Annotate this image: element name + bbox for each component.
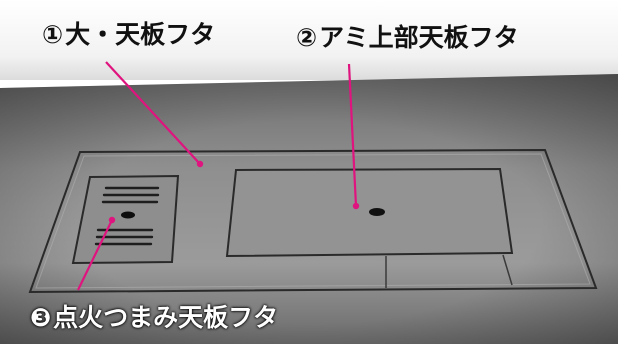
- lid3-number: ❸: [30, 303, 52, 332]
- callout-lines: [77, 61, 358, 291]
- lid1-label: ①大・天板フタ: [42, 20, 215, 50]
- lid3-text: 点火つまみ天板フタ: [53, 303, 279, 332]
- lid3-outline: [71, 174, 180, 265]
- lid3-label: ❸点火つまみ天板フタ: [30, 303, 278, 333]
- lid2-number: ②: [296, 23, 318, 52]
- lid1-outline: [28, 148, 598, 294]
- lid2-knob-hole: [369, 208, 385, 216]
- lid3-knob-hole: [121, 211, 135, 219]
- lid2-text: アミ上部天板フタ: [319, 23, 519, 52]
- background-wall: [0, 0, 618, 80]
- lid2-label: ②アミ上部天板フタ: [296, 23, 519, 53]
- lid1-text: 大・天板フタ: [65, 20, 216, 49]
- lid1-number: ①: [42, 20, 64, 49]
